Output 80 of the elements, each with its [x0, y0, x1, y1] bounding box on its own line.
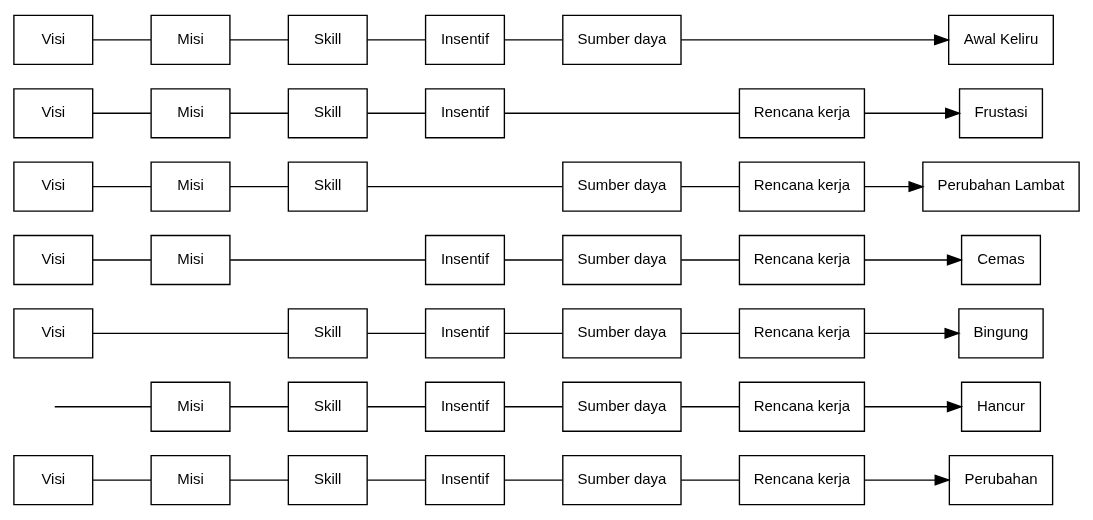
node-box: Bingung: [958, 308, 1044, 359]
node-box: Sumber daya: [562, 161, 682, 212]
node-box: Perubahan Lambat: [922, 161, 1080, 212]
connector: [503, 39, 564, 41]
connector: [92, 185, 152, 188]
node-box: Misi: [150, 234, 231, 286]
connector: [229, 259, 427, 261]
connector: [229, 112, 289, 114]
arrow: [864, 107, 962, 119]
node-box: Visi: [13, 88, 94, 139]
connector: [504, 112, 740, 114]
connector: [680, 185, 740, 188]
node-box: Insentif: [424, 88, 506, 139]
node-box: Rencana kerja: [738, 234, 866, 286]
connector: [503, 259, 564, 261]
node-box: Rencana kerja: [738, 88, 866, 139]
node-box: Rencana kerja: [738, 381, 866, 432]
connector: [229, 39, 289, 41]
node-box: Misi: [150, 88, 231, 139]
node-box: Skill: [287, 381, 368, 432]
connector: [366, 112, 427, 114]
connector: [680, 259, 740, 261]
arrow: [680, 34, 951, 46]
connector: [92, 332, 289, 335]
node-box: Skill: [287, 14, 368, 66]
connector: [366, 39, 427, 41]
node-box: Skill: [287, 88, 368, 139]
node-box: Visi: [13, 161, 94, 212]
connector: [680, 332, 740, 335]
connector: [92, 112, 152, 114]
connector: [229, 479, 289, 481]
connector: [503, 406, 564, 408]
node-box: Rencana kerja: [738, 454, 866, 506]
connector: [680, 479, 740, 481]
node-box: Sumber daya: [562, 381, 682, 432]
arrow: [864, 327, 961, 340]
connector: [503, 332, 564, 335]
node-box: Sumber daya: [562, 454, 682, 506]
connector: [92, 479, 152, 481]
node-box: Skill: [287, 308, 368, 359]
connector: [229, 185, 289, 188]
connector: [503, 479, 564, 481]
arrow: [864, 254, 964, 266]
connector: [366, 479, 427, 481]
node-box: Visi: [13, 454, 94, 506]
node-box: Sumber daya: [562, 234, 682, 286]
connector: [366, 406, 427, 408]
node-box: Skill: [287, 454, 368, 506]
connector: [366, 332, 427, 335]
node-box: Frustasi: [958, 88, 1044, 139]
node-box: Insentif: [424, 381, 506, 432]
node-box: Misi: [150, 381, 231, 432]
node-box: Sumber daya: [562, 14, 682, 66]
node-box: Visi: [13, 14, 94, 66]
node-box: Misi: [150, 14, 231, 66]
node-box: Awal Keliru: [948, 14, 1054, 66]
connector: [366, 185, 563, 188]
node-box: Misi: [150, 454, 231, 506]
arrow: [864, 474, 951, 486]
connector: [92, 259, 152, 261]
connector: [229, 406, 289, 408]
node-box: Visi: [13, 234, 94, 286]
node-box: Sumber daya: [562, 308, 682, 359]
node-box: Hancur: [960, 381, 1042, 432]
node-box: Rencana kerja: [738, 161, 866, 212]
arrow: [864, 180, 925, 193]
node-box: Rencana kerja: [738, 308, 866, 359]
connector: [54, 406, 152, 408]
connector: [92, 39, 152, 41]
node-box: Insentif: [424, 234, 506, 286]
node-box: Cemas: [960, 234, 1042, 286]
node-box: Perubahan: [948, 454, 1054, 506]
node-box: Insentif: [424, 454, 506, 506]
arrow: [864, 401, 964, 413]
node-box: Insentif: [424, 14, 506, 66]
node-box: Visi: [13, 308, 94, 359]
node-box: Misi: [150, 161, 231, 212]
node-box: Skill: [287, 161, 368, 212]
connector: [680, 406, 740, 408]
node-box: Insentif: [424, 308, 506, 359]
